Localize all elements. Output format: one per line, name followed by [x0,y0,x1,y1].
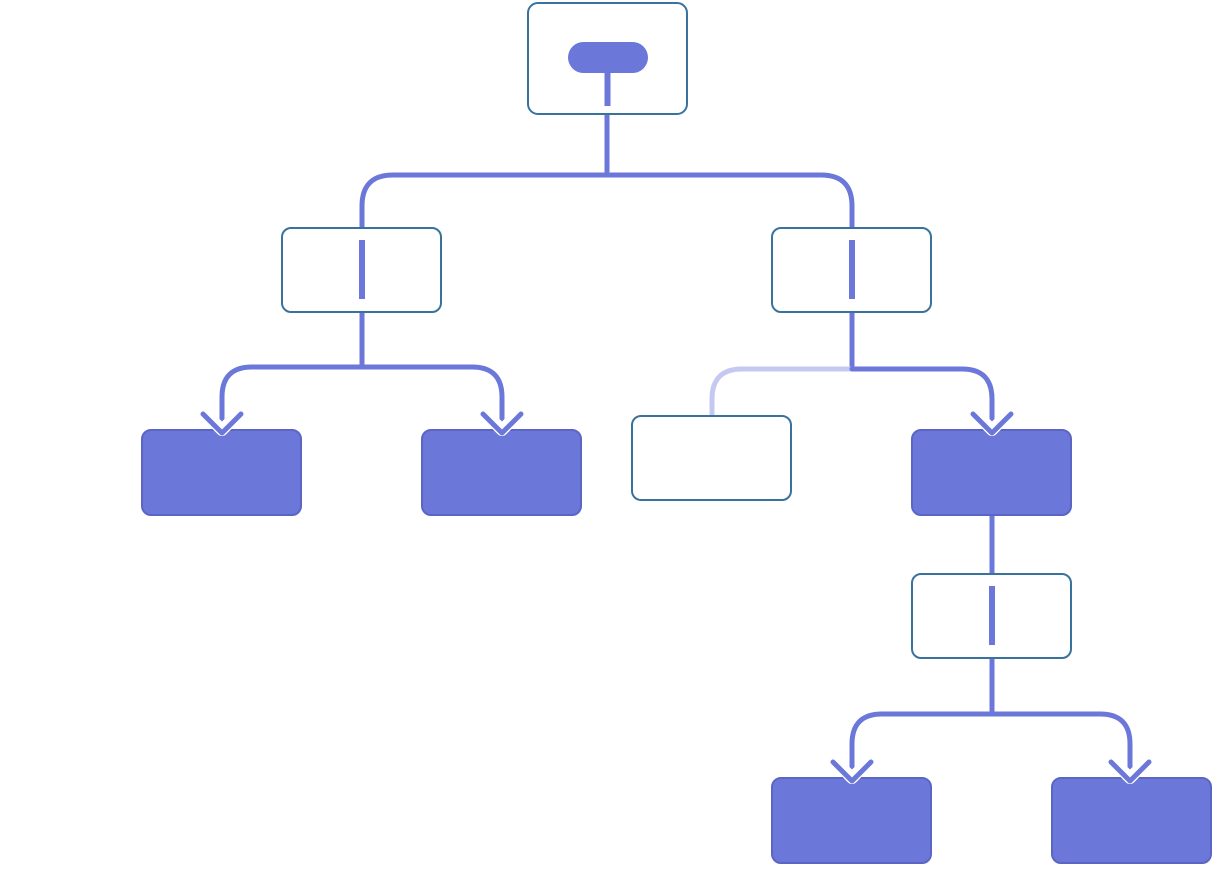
connector-right-to-leaf-3 [849,366,995,437]
chevron-down-icon [480,411,524,436]
root-stem [604,73,611,106]
leaf-node-3[interactable] [911,400,1072,516]
root-pill [568,42,648,73]
chevron-down-icon [830,759,874,784]
decision-bar [989,586,995,645]
leaf-node-4[interactable] [771,748,932,864]
connectors [219,71,1133,785]
decision-node-lower[interactable] [911,573,1072,659]
decision-node-left[interactable] [281,227,442,313]
leaf-node-1[interactable] [141,400,302,516]
connector-lower-to-leaf-4 [849,711,995,785]
connector-root-to-right [604,172,855,303]
chevron-down-icon [1108,759,1152,784]
decision-bar [359,240,365,299]
leaf-node-2[interactable] [421,400,582,516]
decision-bar [849,240,855,299]
chevron-down-icon [970,411,1014,436]
connector-right-to-inactive [709,366,855,419]
chevron-down-icon [200,411,244,436]
inactive-node[interactable] [631,415,792,501]
connector-left-to-leaf-1 [219,364,365,437]
leaf-node-5[interactable] [1051,748,1212,864]
decision-node-right[interactable] [771,227,932,313]
connector-root-to-left [359,172,610,303]
connector-left-to-leaf-2 [359,364,505,437]
root-node[interactable] [527,2,688,115]
connector-lower-to-leaf-5 [989,711,1133,785]
